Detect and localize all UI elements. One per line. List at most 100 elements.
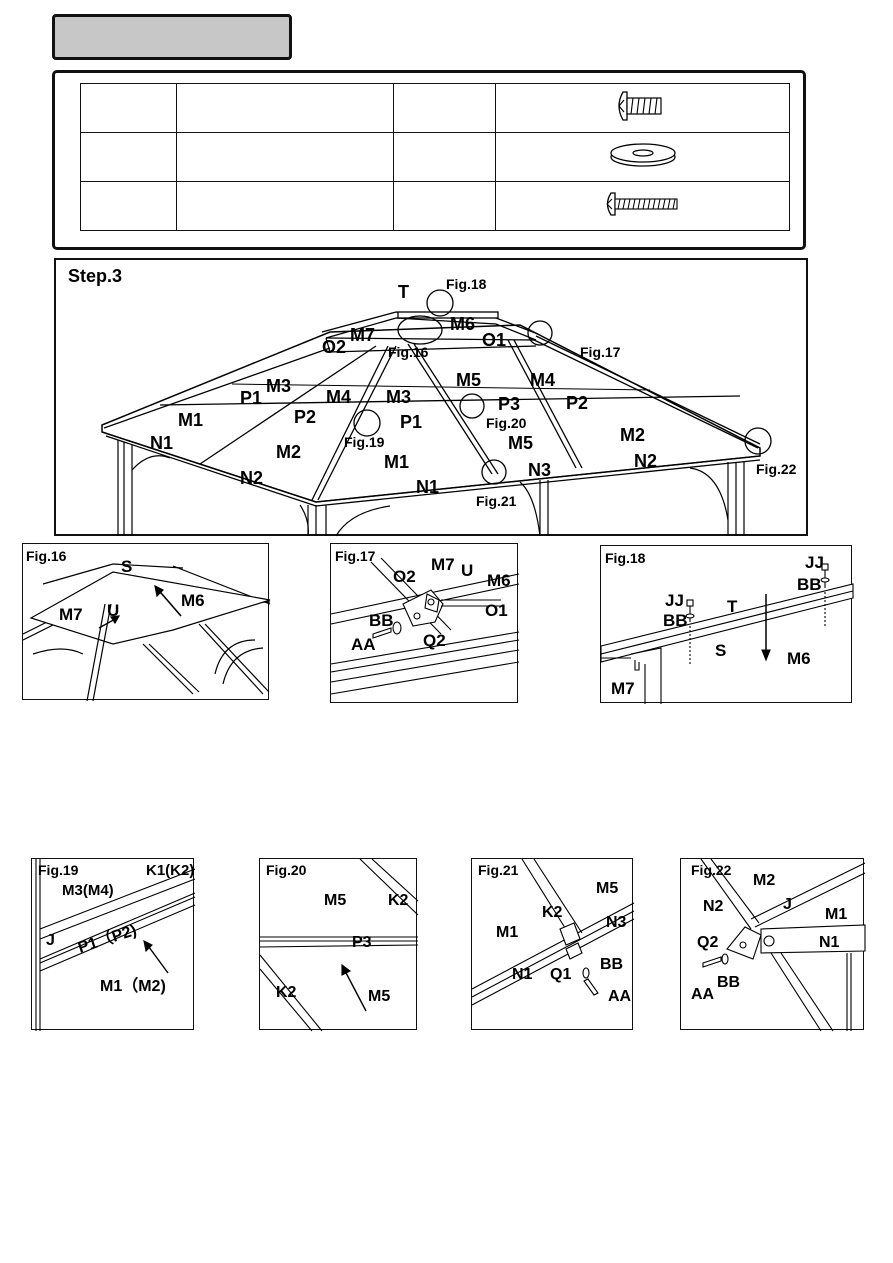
part-qty — [393, 181, 496, 231]
callout-fig22: Fig.22 — [756, 461, 797, 477]
fig17-label-o2: O2 — [393, 567, 416, 586]
fig20-label-m5b: M5 — [368, 988, 390, 1005]
part-code — [80, 132, 177, 182]
fig22-label-aa: AA — [691, 986, 715, 1003]
fig-21-panel: Fig.21 M5 K2 M1 N3 BB N1 Q1 AA — [471, 858, 635, 1030]
fig20-title: Fig.20 — [266, 862, 307, 878]
part-code — [80, 83, 177, 133]
label-p1: P1 — [240, 388, 262, 408]
table-row — [80, 181, 790, 231]
fig16-label-m7: M7 — [59, 605, 83, 624]
label-m7: M7 — [350, 325, 375, 345]
label-n2b: N2 — [634, 451, 657, 471]
fig18-label-s: S — [715, 641, 726, 660]
fig20-label-k2: K2 — [388, 892, 409, 909]
label-o1: O1 — [482, 330, 506, 350]
fig21-label-n3: N3 — [606, 914, 627, 931]
fig22-label-n2: N2 — [703, 898, 724, 915]
table-row — [80, 83, 790, 133]
fig17-label-bb: BB — [369, 611, 394, 630]
label-m3: M3 — [266, 376, 291, 396]
long-screw-icon — [606, 191, 678, 216]
fig19-title: Fig.19 — [38, 862, 79, 878]
fig22-label-j: J — [783, 896, 792, 913]
fig17-label-o1: O1 — [485, 601, 508, 620]
part-description — [176, 132, 394, 182]
callout-fig17: Fig.17 — [580, 344, 621, 360]
truss-head-screw-icon — [617, 90, 662, 121]
fig16-label-u: U — [107, 601, 119, 620]
fig21-title: Fig.21 — [478, 862, 519, 878]
gazebo-roof-diagram: Step.3 T M7 M6 O2 O1 M3 M4 M5 M4 P1 P2 M… — [68, 266, 797, 537]
table-row — [80, 132, 790, 182]
part-qty — [393, 83, 496, 133]
label-m5b: M5 — [508, 433, 533, 453]
label-p1b: P1 — [400, 412, 422, 432]
fig19-label-p: P1（P2) — [76, 921, 139, 957]
label-m2: M2 — [276, 442, 301, 462]
fig18-label-bb1: BB — [663, 611, 688, 630]
fig-18-panel: Fig.18 JJ BB JJ BB T S M6 M7 — [600, 545, 854, 704]
label-m5: M5 — [456, 370, 481, 390]
fig21-label-m1: M1 — [496, 924, 518, 941]
fig19-label-j: J — [46, 932, 55, 949]
fig19-label-m: M3(M4) — [62, 882, 114, 899]
section-header-box — [52, 14, 292, 60]
fig18-label-m6: M6 — [787, 649, 811, 668]
fig17-label-u: U — [461, 561, 473, 580]
label-p2: P2 — [294, 407, 316, 427]
fig18-label-m7: M7 — [611, 679, 635, 698]
label-n3: N3 — [528, 460, 551, 480]
label-n2: N2 — [240, 468, 263, 488]
fig20-label-k2b: K2 — [276, 984, 297, 1001]
fig-17-panel: Fig.17 O2 M7 U M6 O1 BB AA Q2 — [330, 543, 520, 703]
fig-19-panel: Fig.19 K1(K2) M3(M4) J P1（P2) M1（M2) — [31, 858, 196, 1031]
fig22-title: Fig.22 — [691, 862, 732, 878]
fig17-label-m6: M6 — [487, 571, 511, 590]
fig18-label-jj2: JJ — [805, 553, 824, 572]
label-p2b: P2 — [566, 393, 588, 413]
callout-fig21: Fig.21 — [476, 493, 517, 509]
label-o2: O2 — [322, 337, 346, 357]
fig18-label-t: T — [727, 597, 738, 616]
fig22-label-m2: M2 — [753, 872, 775, 889]
label-m4: M4 — [326, 387, 351, 407]
fig17-label-m7: M7 — [431, 555, 455, 574]
fig21-label-n1: N1 — [512, 966, 533, 983]
label-m3b: M3 — [386, 387, 411, 407]
callout-fig18: Fig.18 — [446, 276, 487, 292]
parts-table — [80, 83, 790, 231]
part-description — [176, 181, 394, 231]
fig21-label-m5: M5 — [596, 880, 618, 897]
fig18-label-bb2: BB — [797, 575, 822, 594]
label-p3: P3 — [498, 394, 520, 414]
fig21-label-aa: AA — [608, 988, 632, 1005]
fig20-label-m5: M5 — [324, 892, 346, 909]
fig-22-panel: Fig.22 M2 N2 J M1 N1 Q2 BB AA — [680, 858, 866, 1032]
part-code — [80, 181, 177, 231]
fig22-label-bb: BB — [717, 974, 740, 991]
fig18-label-jj1: JJ — [665, 591, 684, 610]
fig21-label-k2: K2 — [542, 904, 563, 921]
step-title: Step.3 — [68, 266, 122, 286]
part-description — [176, 83, 394, 133]
label-m1: M1 — [178, 410, 203, 430]
flat-washer-icon — [609, 142, 676, 167]
label-m1b: M1 — [384, 452, 409, 472]
fig-20-panel: Fig.20 M5 K2 P3 K2 M5 — [259, 858, 419, 1032]
label-m2b: M2 — [620, 425, 645, 445]
fig-16-panel: Fig.16 S M7 U M6 — [22, 543, 271, 702]
fig16-title: Fig.16 — [26, 548, 67, 564]
step-3-frame — [54, 258, 808, 536]
fig22-label-m1: M1 — [825, 906, 847, 923]
fig18-title: Fig.18 — [605, 550, 646, 566]
fig17-label-aa: AA — [351, 635, 376, 654]
callout-fig20: Fig.20 — [486, 415, 527, 431]
fig17-label-q2: Q2 — [423, 631, 446, 650]
fig21-label-q1: Q1 — [550, 966, 571, 983]
fig16-label-s: S — [121, 557, 132, 576]
fig19-label-m1: M1（M2) — [100, 977, 166, 995]
callout-fig16: Fig.16 — [388, 344, 429, 360]
label-m4b: M4 — [530, 370, 555, 390]
callout-fig19: Fig.19 — [344, 434, 385, 450]
